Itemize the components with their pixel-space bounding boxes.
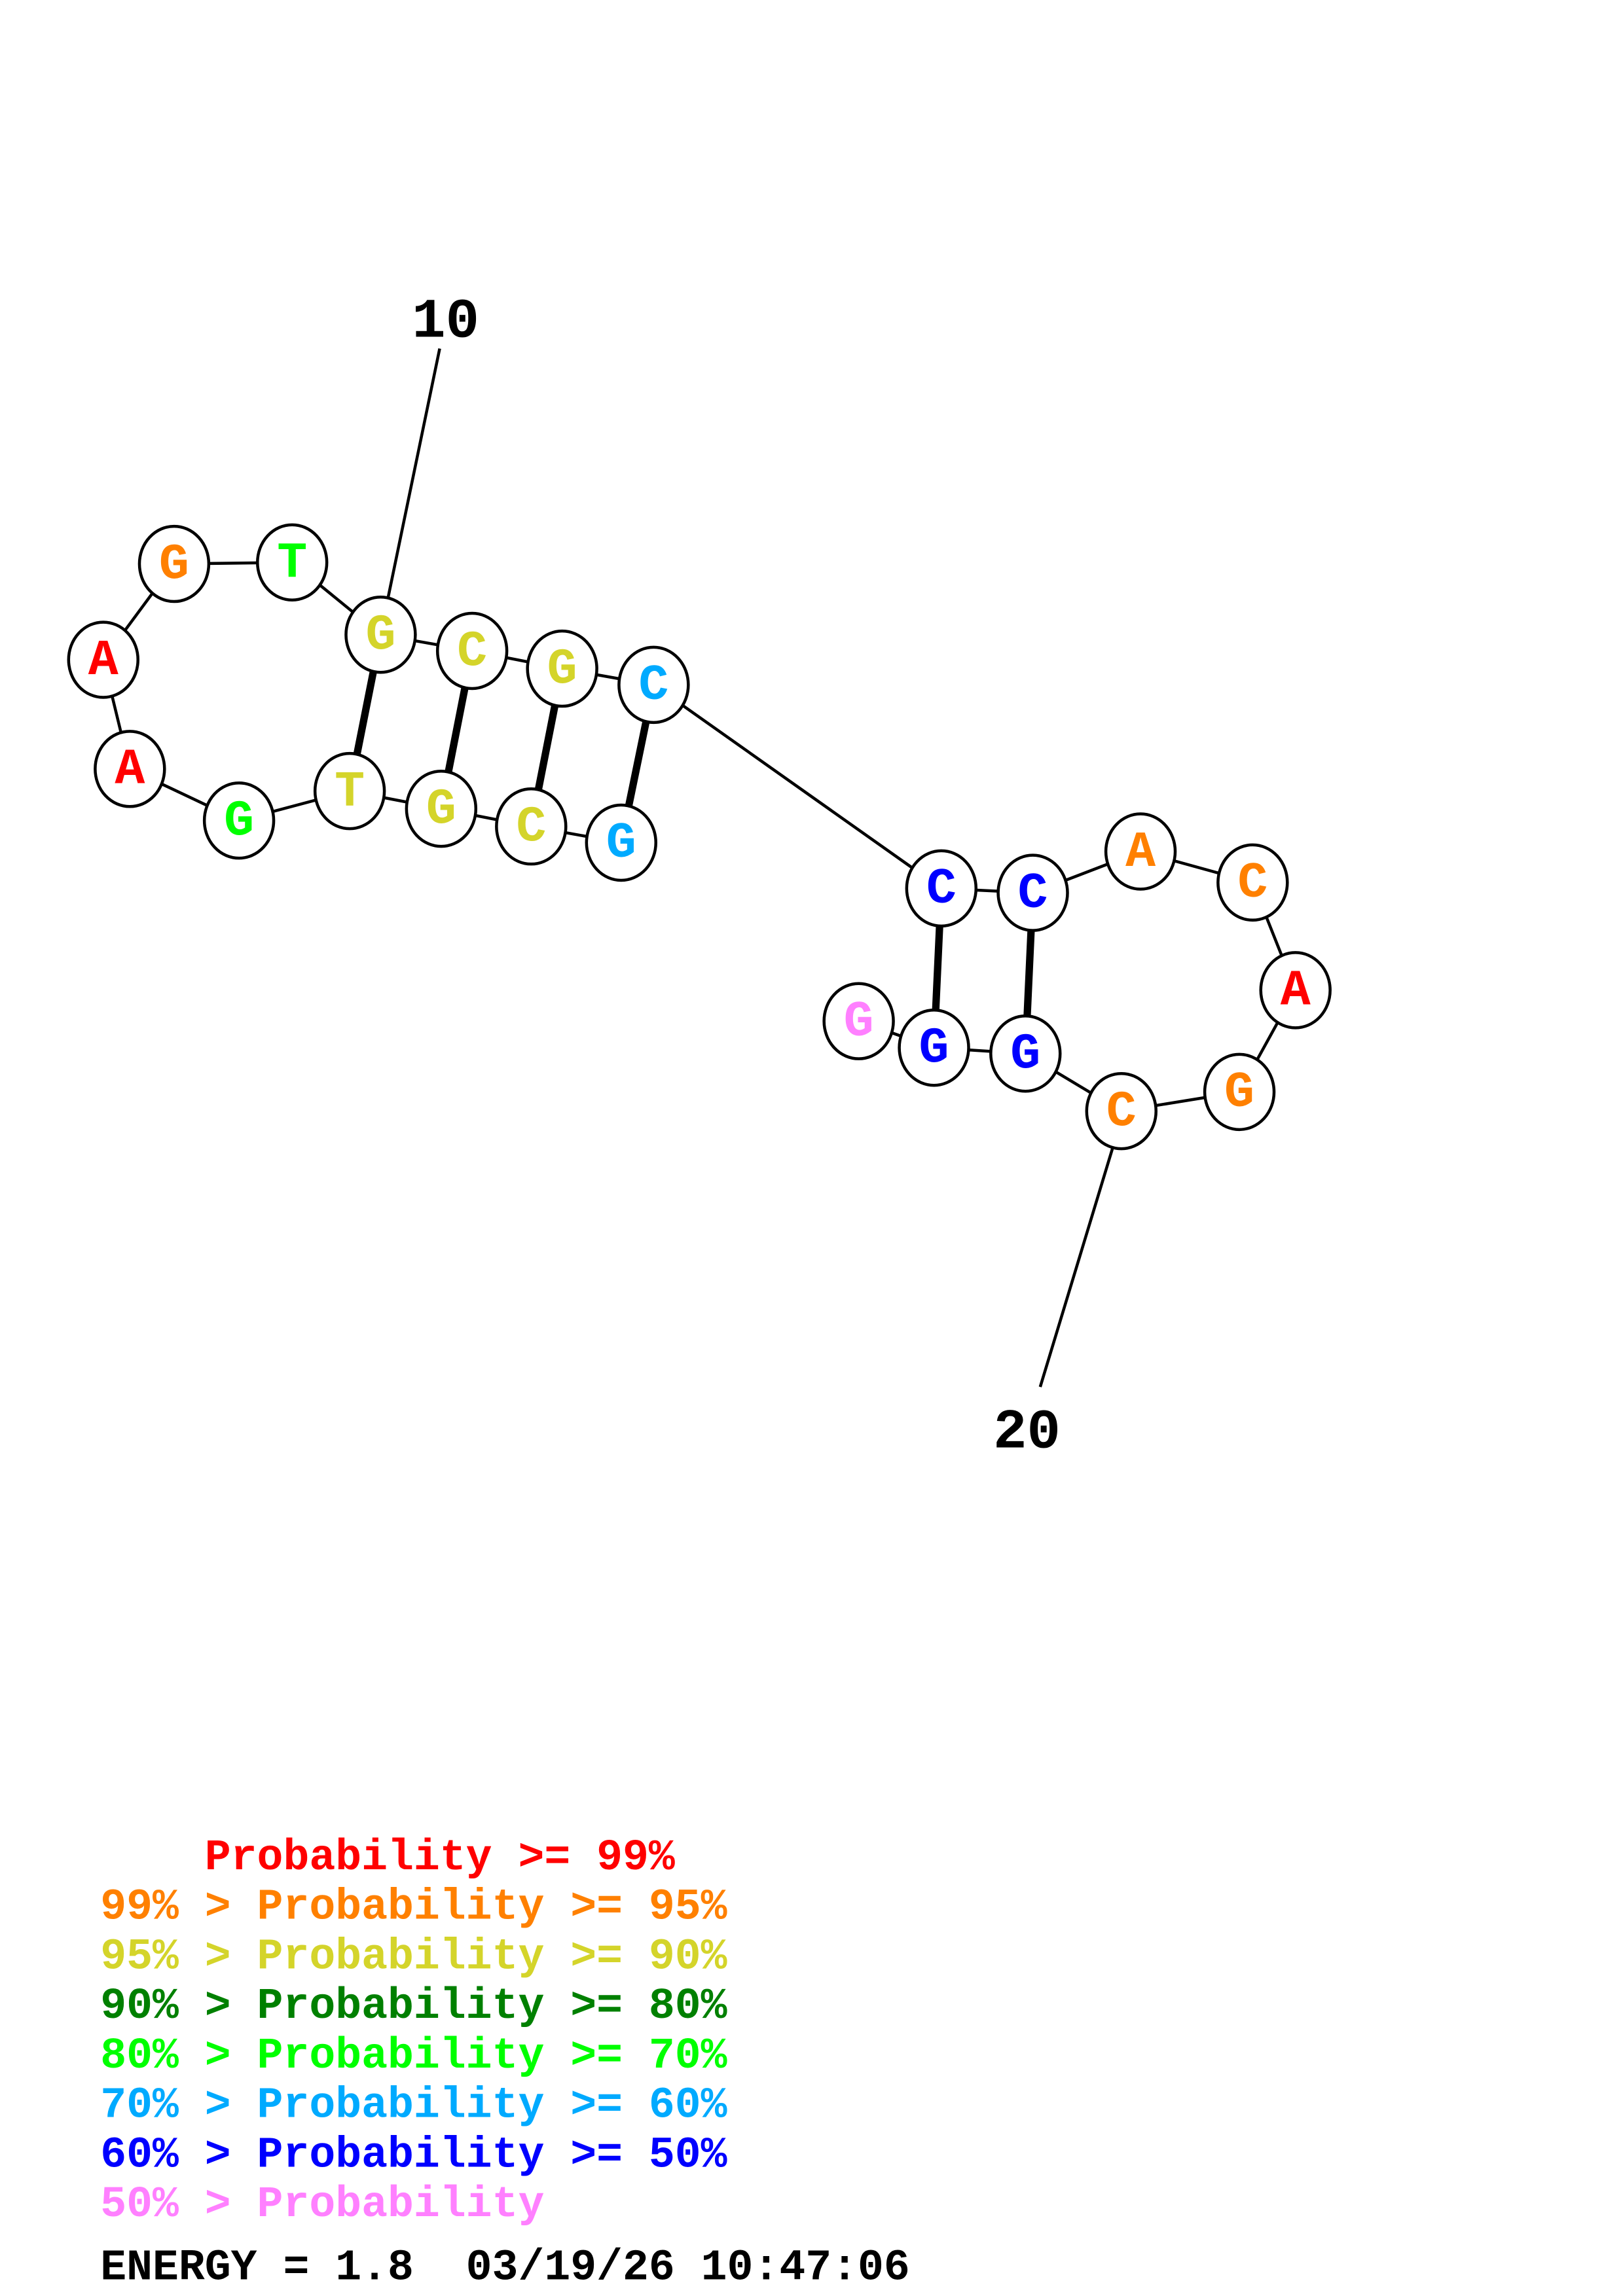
backbone-link: [653, 683, 943, 890]
nucleotide-1: G: [585, 803, 657, 882]
legend-entry: 60% > Probability >= 50%: [100, 2130, 727, 2179]
nucleotide-20: C: [1085, 1071, 1158, 1151]
nucleotide-circle: [996, 853, 1069, 932]
nucleotide-letter: T: [335, 764, 365, 821]
legend-entry: 80% > Probability >= 70%: [100, 2032, 727, 2081]
nucleotide-2: C: [495, 787, 568, 866]
nucleotide-letter: T: [277, 535, 307, 592]
nucleotide-6: A: [94, 730, 166, 808]
position-label: 10: [412, 291, 479, 354]
position-label: 20: [993, 1401, 1061, 1464]
nucleotide-19: G: [1203, 1052, 1276, 1132]
nucleotide-circle: [256, 523, 329, 602]
nucleotide-letter: A: [88, 633, 119, 690]
legend-entry: 95% > Probability >= 90%: [100, 1932, 727, 1981]
nucleotide-9: T: [256, 523, 329, 602]
nucleotide-letter: C: [638, 658, 668, 715]
nucleotide-14: C: [905, 849, 978, 928]
nucleotide-circle: [1203, 1052, 1276, 1132]
position-labels: 10 20: [386, 291, 1116, 1464]
nucleotide-5: G: [202, 781, 276, 860]
nucleotide-circle: [435, 611, 509, 691]
nucleotide-17: C: [1216, 843, 1289, 922]
nucleotide-letter: A: [1281, 963, 1311, 1020]
nucleotide-22: G: [898, 1009, 970, 1087]
position-label-line: [1038, 1143, 1116, 1388]
nucleotide-circle: [989, 1014, 1062, 1093]
nucleotide-letter: C: [457, 624, 487, 681]
nucleotide-letter: C: [926, 861, 957, 918]
legend-entry: Probability >= 99%: [100, 1833, 675, 1882]
nucleotide-letter: C: [516, 799, 546, 856]
nucleotide-circle: [313, 751, 386, 831]
nucleotide-circle: [202, 781, 276, 860]
nucleotide-circle: [905, 849, 978, 928]
nucleotide-letter: G: [159, 537, 189, 594]
nucleotide-letter: C: [1237, 855, 1267, 912]
energy-timestamp-line: ENERGY = 1.8 03/19/26 10:47:06: [100, 2244, 910, 2293]
nucleotide-circle: [526, 629, 598, 708]
nucleotide-16: A: [1104, 812, 1177, 891]
nucleotide-3: G: [405, 769, 478, 848]
nucleotide-letter: G: [1010, 1027, 1040, 1084]
nucleotide-12: G: [526, 629, 598, 708]
nucleotide-letter: G: [365, 607, 395, 664]
nucleotide-circle: [495, 787, 568, 866]
nucleotide-13: C: [617, 645, 690, 725]
legend-entry: 70% > Probability >= 60%: [100, 2081, 727, 2130]
nucleotide-circle: [1259, 951, 1332, 1030]
nucleotide-circle: [1216, 843, 1289, 922]
nucleotide-letter: G: [919, 1021, 949, 1078]
nucleotide-circle: [617, 645, 690, 725]
nucleotide-letter: C: [1106, 1084, 1137, 1141]
nucleotide-letter: G: [547, 641, 577, 698]
legend-entry: 99% > Probability >= 95%: [100, 1883, 727, 1932]
nucleotide-letter: G: [844, 994, 874, 1051]
nucleotide-letter: A: [115, 742, 145, 799]
nucleotide-circle: [137, 524, 211, 603]
legend-entry: 50% > Probability: [100, 2180, 544, 2229]
position-label-line: [386, 348, 441, 598]
nucleotide-21: G: [989, 1014, 1062, 1093]
nucleotide-letter: G: [1224, 1065, 1254, 1122]
nucleotide-circle: [405, 769, 478, 848]
nucleotide-11: C: [435, 611, 509, 691]
nucleotide-8: G: [137, 524, 211, 603]
nucleotide-letter: G: [224, 793, 254, 850]
nucleotide-23: G: [822, 982, 895, 1060]
nucleotide-letter: A: [1125, 825, 1156, 882]
nucleotide-circle: [67, 620, 139, 699]
nucleotide-letter: G: [426, 781, 456, 838]
nucleotide-circle: [1104, 812, 1177, 891]
nucleotide-circle: [898, 1009, 970, 1087]
nucleotide-circle: [585, 803, 657, 882]
probability-legend: Probability >= 99%99% > Probability >= 9…: [100, 1833, 727, 2229]
nucleotide-18: A: [1259, 951, 1332, 1030]
nucleotide-circle: [344, 596, 417, 674]
nucleotide-circle: [1085, 1071, 1158, 1151]
nucleotide-4: T: [313, 751, 386, 831]
legend-entry: 90% > Probability >= 80%: [100, 1982, 727, 2031]
nucleotide-15: C: [996, 853, 1069, 932]
nucleotide-10: G: [344, 596, 417, 674]
nucleotide-letter: C: [1018, 866, 1048, 923]
nucleotide-letter: G: [606, 816, 636, 872]
nucleotide-circle: [94, 730, 166, 808]
nucleotide-7: A: [67, 620, 139, 699]
nucleotide-circle: [822, 982, 895, 1060]
